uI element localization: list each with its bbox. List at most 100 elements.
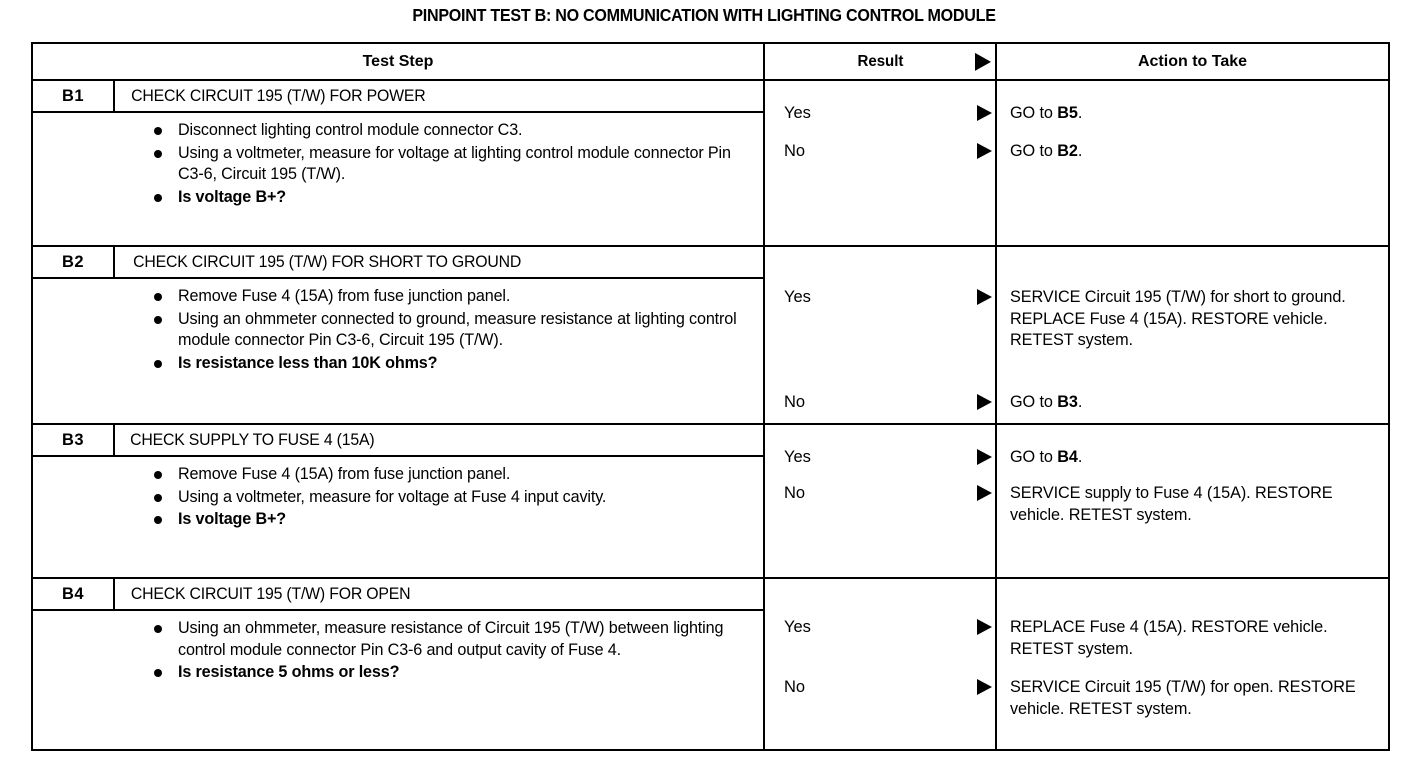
- action-text: GO to B5.: [1010, 103, 1082, 125]
- result-row: No: [765, 483, 995, 504]
- action-row: SERVICE Circuit 195 (T/W) for short to g…: [997, 287, 1388, 352]
- result-label: No: [784, 678, 806, 696]
- action-text-prefix: GO to: [1010, 448, 1058, 466]
- list-item-text: Using a voltmeter, measure for voltage a…: [178, 487, 607, 506]
- list-item: Remove Fuse 4 (15A) from fuse junction p…: [153, 286, 753, 308]
- action-text-suffix: .: [1077, 104, 1083, 122]
- list-item: Is resistance less than 10K ohms?: [153, 353, 753, 375]
- action-text-prefix: GO to: [1010, 142, 1058, 160]
- step-instruction-list: Remove Fuse 4 (15A) from fuse junction p…: [33, 457, 763, 540]
- header-result: Result: [763, 44, 996, 81]
- action-row: GO to B2.: [997, 141, 1388, 163]
- test-step-row: B4 CHECK CIRCUIT 195 (T/W) FOR OPEN Using …: [33, 577, 1388, 749]
- action-list: REPLACE Fuse 4 (15A). RESTORE vehicle. R…: [997, 579, 1388, 749]
- action-text-suffix: .: [1077, 142, 1083, 160]
- test-step-cell: B4 CHECK CIRCUIT 195 (T/W) FOR OPEN Using …: [33, 577, 764, 749]
- triangle-right-icon: [977, 484, 992, 502]
- table-header-row: Test Step Result Action to Take: [33, 44, 1388, 81]
- action-text: REPLACE Fuse 4 (15A). RESTORE vehicle. R…: [1010, 618, 1328, 658]
- action-text: SERVICE supply to Fuse 4 (15A). RESTORE …: [1010, 484, 1333, 524]
- list-item-text: Using an ohmmeter connected to ground, m…: [178, 309, 737, 350]
- step-title: CHECK CIRCUIT 195 (T/W) FOR OPEN: [115, 579, 763, 609]
- action-cell: REPLACE Fuse 4 (15A). RESTORE vehicle. R…: [995, 577, 1388, 749]
- step-title: CHECK SUPPLY TO FUSE 4 (15A): [115, 425, 763, 455]
- result-label: No: [784, 393, 806, 411]
- action-row: SERVICE Circuit 195 (T/W) for open. REST…: [997, 677, 1388, 720]
- step-title-text: CHECK CIRCUIT 195 (T/W) FOR SHORT TO GRO…: [133, 252, 522, 271]
- action-text: GO to B4.: [1010, 447, 1082, 469]
- step-header: B3 CHECK SUPPLY TO FUSE 4 (15A): [33, 425, 763, 457]
- action-text-prefix: GO to: [1010, 104, 1058, 122]
- action-row: REPLACE Fuse 4 (15A). RESTORE vehicle. R…: [997, 617, 1388, 660]
- test-step-cell: B1 CHECK CIRCUIT 195 (T/W) FOR POWER Disco…: [33, 79, 764, 246]
- result-row: Yes: [765, 617, 995, 638]
- step-id: B4: [33, 579, 115, 609]
- list-item-text: Is voltage B+?: [178, 510, 287, 528]
- step-id: B3: [33, 425, 115, 455]
- triangle-right-icon: [977, 618, 992, 636]
- action-cell: SERVICE Circuit 195 (T/W) for short to g…: [995, 245, 1388, 424]
- action-text: SERVICE Circuit 195 (T/W) for short to g…: [1010, 288, 1346, 349]
- action-cell: GO to B4. SERVICE supply to Fuse 4 (15A).…: [995, 423, 1388, 578]
- header-action-to-take: Action to Take: [995, 44, 1388, 81]
- step-instruction-list: Remove Fuse 4 (15A) from fuse junction p…: [33, 279, 763, 383]
- step-header: B2 CHECK CIRCUIT 195 (T/W) FOR SHORT TO G…: [33, 247, 763, 279]
- list-item-text: Is resistance 5 ohms or less?: [178, 663, 400, 681]
- list-item: Is voltage B+?: [153, 187, 753, 209]
- action-step-reference: B4: [1057, 448, 1078, 466]
- action-cell: GO to B5.GO to B2.: [995, 79, 1388, 246]
- result-label: Yes: [784, 104, 811, 122]
- result-row: No: [765, 392, 995, 413]
- list-item: Is resistance 5 ohms or less?: [153, 662, 753, 684]
- step-instruction-list: Using an ohmmeter, measure resistance of…: [33, 611, 763, 693]
- list-item: Using an ohmmeter, measure resistance of…: [153, 618, 753, 661]
- action-step-reference: B3: [1057, 393, 1078, 411]
- action-row: GO to B3.: [997, 392, 1388, 414]
- action-step-reference: B2: [1057, 142, 1078, 160]
- list-item: Remove Fuse 4 (15A) from fuse junction p…: [153, 464, 753, 486]
- action-text-suffix: .: [1077, 393, 1083, 411]
- triangle-right-icon: [977, 104, 992, 122]
- action-text: GO to B3.: [1010, 392, 1082, 414]
- result-label: No: [784, 484, 806, 502]
- step-title-text: CHECK CIRCUIT 195 (T/W) FOR OPEN: [130, 584, 411, 603]
- result-label: Yes: [784, 618, 811, 636]
- result-row: No: [765, 677, 995, 698]
- list-item-text: Disconnect lighting control module conne…: [178, 121, 523, 139]
- action-text: GO to B2.: [1010, 141, 1082, 163]
- action-text-prefix: GO to: [1010, 393, 1058, 411]
- step-header: B4 CHECK CIRCUIT 195 (T/W) FOR OPEN: [33, 579, 763, 611]
- result-row: Yes: [765, 103, 995, 124]
- action-step-reference: B5: [1057, 104, 1078, 122]
- step-title: CHECK CIRCUIT 195 (T/W) FOR SHORT TO GRO…: [115, 247, 763, 277]
- step-title: CHECK CIRCUIT 195 (T/W) FOR POWER: [115, 81, 763, 111]
- step-id: B1: [33, 81, 115, 111]
- list-item-text: Remove Fuse 4 (15A) from fuse junction p…: [178, 465, 511, 483]
- test-step-row: B1 CHECK CIRCUIT 195 (T/W) FOR POWER Disco…: [33, 79, 1388, 246]
- result-label: Yes: [784, 288, 811, 306]
- list-item: Disconnect lighting control module conne…: [153, 120, 753, 142]
- triangle-right-icon: [977, 288, 992, 306]
- step-title-text: CHECK SUPPLY TO FUSE 4 (15A): [130, 430, 375, 449]
- action-list: SERVICE Circuit 195 (T/W) for short to g…: [997, 247, 1388, 423]
- step-header: B1 CHECK CIRCUIT 195 (T/W) FOR POWER: [33, 81, 763, 113]
- step-title-text: CHECK CIRCUIT 195 (T/W) FOR POWER: [131, 86, 426, 105]
- step-id: B2: [33, 247, 115, 277]
- action-list: GO to B5.GO to B2.: [997, 81, 1388, 245]
- step-instruction-list: Disconnect lighting control module conne…: [33, 113, 763, 217]
- header-test-step: Test Step: [33, 44, 764, 81]
- action-text: SERVICE Circuit 195 (T/W) for open. REST…: [1010, 678, 1356, 718]
- action-text-suffix: .: [1077, 448, 1083, 466]
- triangle-right-icon: [977, 448, 992, 466]
- list-item-text: Remove Fuse 4 (15A) from fuse junction p…: [178, 287, 511, 305]
- list-item: Using a voltmeter, measure for voltage a…: [153, 487, 753, 509]
- test-step-cell: B3 CHECK SUPPLY TO FUSE 4 (15A) Remove Fus…: [33, 423, 764, 578]
